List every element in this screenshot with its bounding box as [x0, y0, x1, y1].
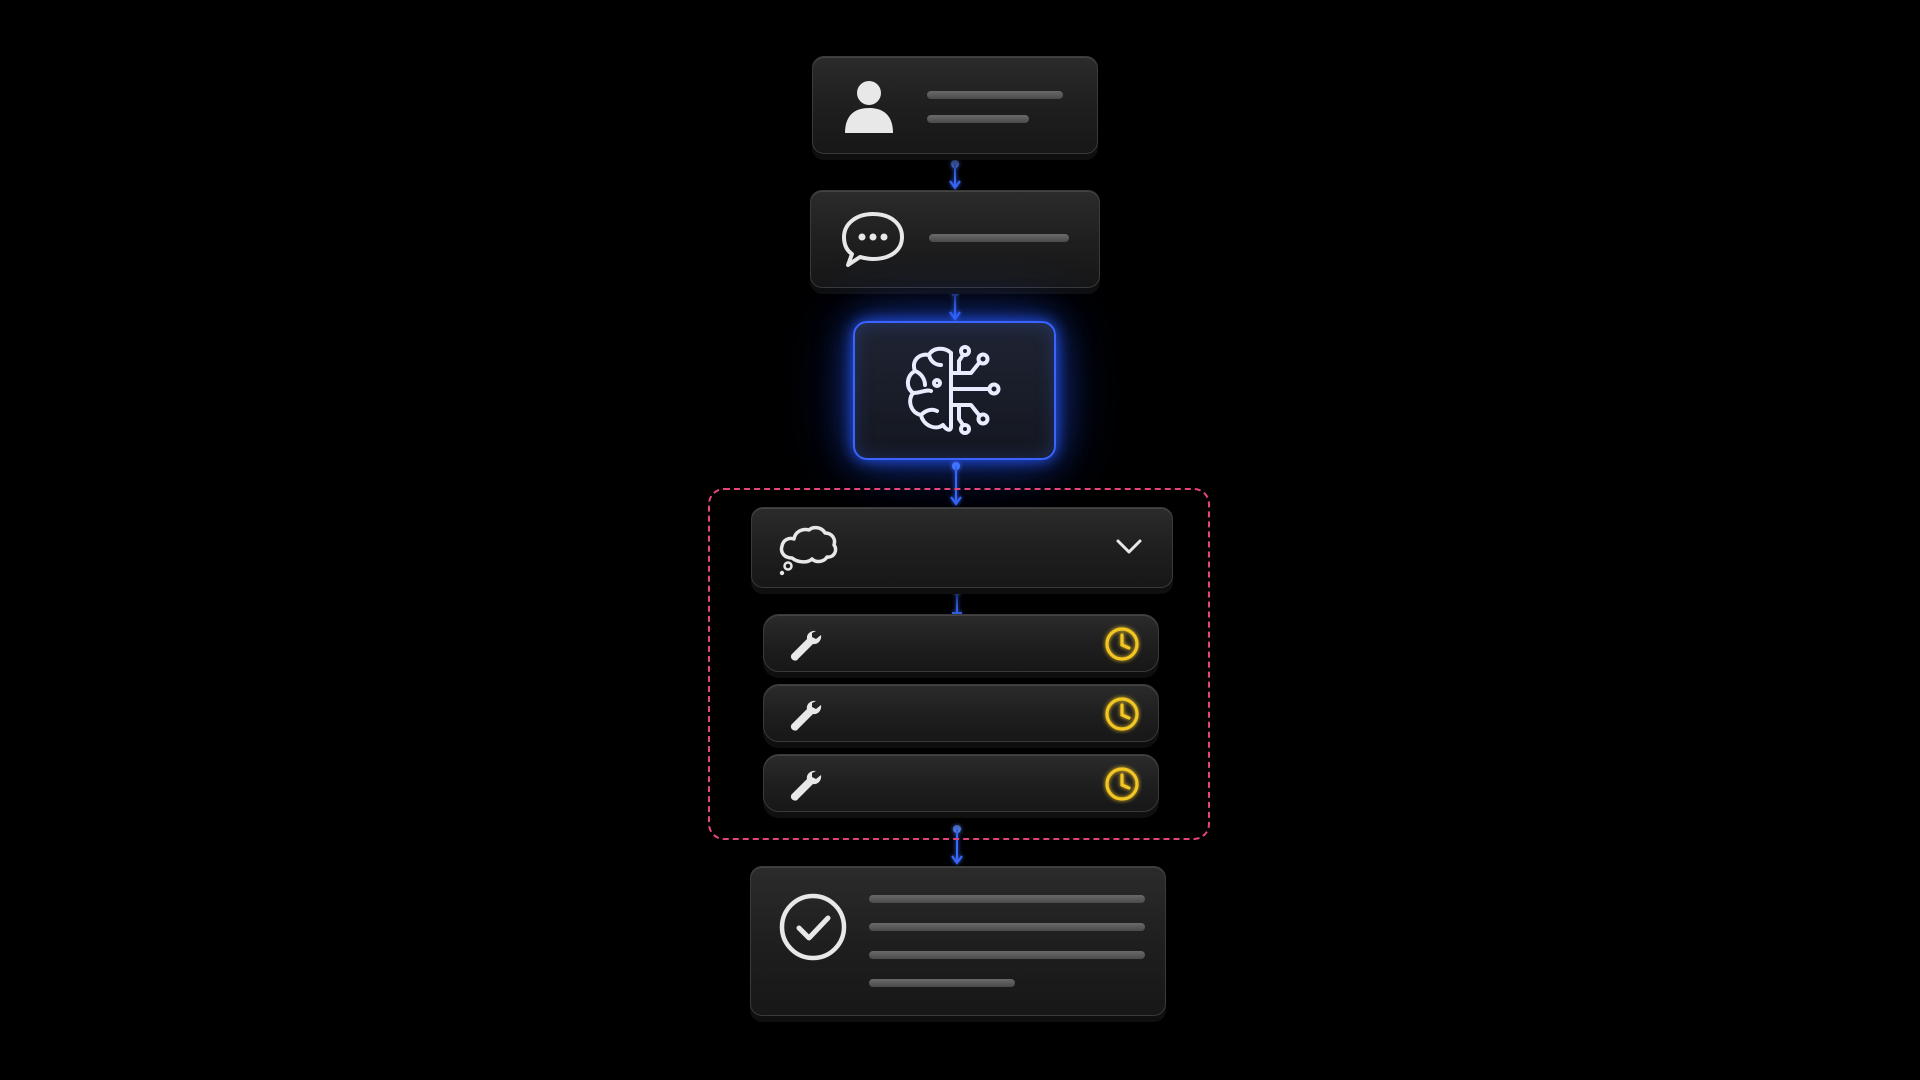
- clock-icon: [1105, 627, 1139, 661]
- placeholder-line: [927, 115, 1029, 123]
- placeholder-line: [869, 951, 1145, 959]
- clock-icon: [1105, 767, 1139, 801]
- edge-group-to-result: [951, 825, 963, 865]
- ai-core-node[interactable]: [853, 321, 1056, 460]
- thought-cloud-icon: [779, 525, 838, 576]
- chevron-down-icon[interactable]: [1114, 534, 1144, 558]
- wrench-icon: [790, 700, 822, 731]
- tool-call-row[interactable]: [763, 754, 1159, 812]
- thought-node[interactable]: [751, 507, 1173, 588]
- wrench-icon: [790, 630, 822, 661]
- chat-bubble-icon: [842, 212, 904, 267]
- placeholder-line: [869, 895, 1145, 903]
- placeholder-line: [869, 923, 1145, 931]
- edge-ai-to-thought: [950, 462, 962, 506]
- clock-icon: [1105, 697, 1139, 731]
- placeholder-line: [929, 234, 1069, 242]
- result-node[interactable]: [750, 866, 1166, 1016]
- edge-thought-to-tools: [952, 587, 962, 614]
- user-icon: [845, 81, 893, 133]
- check-circle-icon: [779, 893, 847, 961]
- placeholder-line: [927, 91, 1063, 99]
- message-node[interactable]: [810, 190, 1100, 288]
- edge-message-to-ai: [949, 288, 961, 321]
- wrench-icon: [790, 770, 822, 801]
- placeholder-line: [869, 979, 1015, 987]
- tool-call-row[interactable]: [763, 614, 1159, 672]
- reasoning-group: [708, 488, 1210, 840]
- brain-circuit-icon: [906, 345, 1001, 435]
- user-node[interactable]: [812, 56, 1098, 154]
- edge-user-to-message: [949, 160, 961, 190]
- tool-call-row[interactable]: [763, 684, 1159, 742]
